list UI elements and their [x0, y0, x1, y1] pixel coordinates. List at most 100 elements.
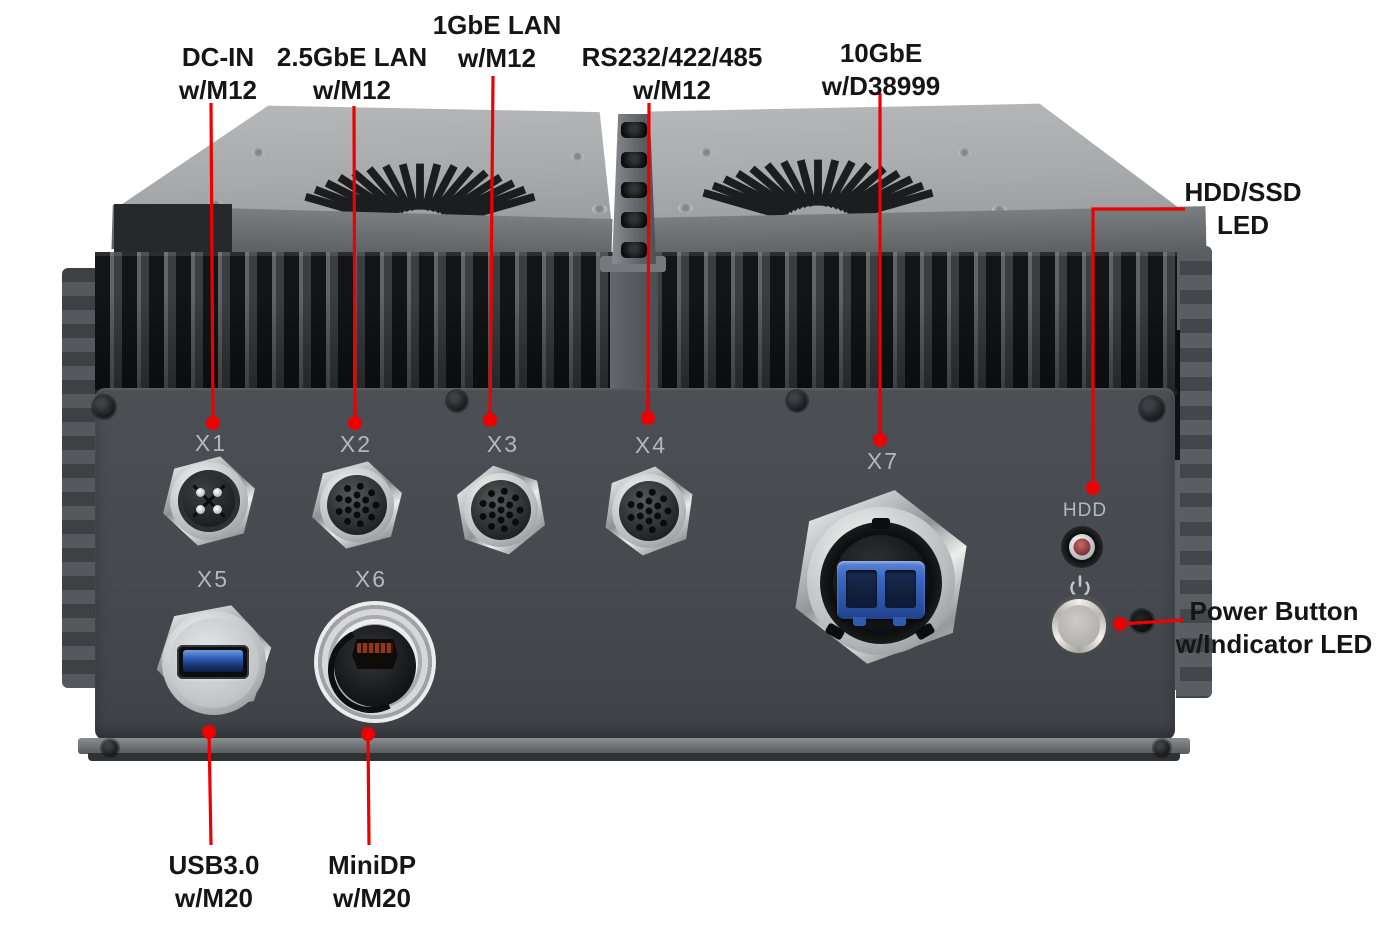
annotation-line: w/M12 [632, 75, 712, 105]
annotation-line: w/Indicator LED [1175, 629, 1373, 659]
dc-pin [213, 488, 222, 497]
base-screw [1154, 740, 1170, 756]
annotation-line: w/M20 [332, 883, 412, 913]
left-heatsink-edge [62, 268, 97, 688]
leader-dot [483, 413, 497, 427]
bracket-screw [621, 152, 647, 168]
lid-screw [252, 148, 265, 157]
annotation-line: w/M20 [174, 883, 254, 913]
lid-screw [700, 148, 713, 157]
m12-face [327, 475, 387, 535]
bracket-screw [621, 212, 647, 228]
chassis-base-shadow [88, 753, 1180, 761]
leader-dot [361, 727, 375, 741]
front-panel [95, 388, 1175, 740]
bracket-screw [621, 242, 647, 258]
annotation-line: w/M12 [457, 43, 537, 73]
vent-fan-right [702, 159, 934, 220]
bracket-screw [621, 182, 647, 198]
annotation-rs232: RS232/422/485 w/M12 [582, 41, 763, 107]
right-heatsink-edge [1176, 246, 1212, 698]
annotation-line: USB3.0 [168, 850, 260, 880]
chassis-base [78, 738, 1190, 754]
side-screw-bump [1131, 610, 1153, 632]
annotation-line: RS232/422/485 [581, 42, 763, 72]
leader-dc-in [209, 102, 215, 424]
leader-rs232 [646, 102, 651, 419]
usb-blue-tongue [183, 650, 243, 672]
annotation-1gbe-lan: 1GbE LAN w/M12 [433, 9, 562, 75]
minidp-pins [357, 643, 393, 653]
annotation-minidp: MiniDP w/M20 [328, 849, 416, 915]
panel-screw [93, 396, 115, 418]
connector-x4-rs232 [597, 461, 701, 561]
annotation-2-5gbe-lan: 2.5GbE LAN w/M12 [277, 41, 427, 107]
annotation-power-button: Power Button w/Indicator LED [1176, 595, 1372, 661]
hdd-led-label: HDD [1062, 500, 1108, 521]
leader-dot [1086, 481, 1100, 495]
lid-screw [958, 148, 971, 157]
connector-x1-dc-in [155, 449, 263, 553]
leader-dot [202, 725, 216, 739]
annotation-hdd-ssd-led: HDD/SSD LED [1184, 176, 1301, 242]
led-lens-red [1073, 538, 1091, 556]
lid-screw [678, 203, 693, 213]
lc-duplex-fiber-insert [837, 561, 925, 626]
annotation-line: 2.5GbE LAN [276, 42, 428, 72]
port-label-x4: X4 [634, 432, 668, 458]
connector-x6-minidp [309, 595, 441, 729]
leader-hdd-led [1091, 207, 1185, 488]
m12-face [471, 480, 531, 540]
lc-port [885, 570, 916, 608]
annotation-line: 10GbE [839, 38, 923, 68]
hdd-led [1060, 525, 1104, 569]
lc-port [846, 570, 877, 608]
dc-pin [196, 488, 205, 497]
m12-face [178, 470, 240, 532]
leader-dot [873, 433, 887, 447]
lid-screw [571, 152, 584, 161]
power-button-cap [1058, 605, 1100, 647]
panel-screw [787, 391, 807, 411]
base-screw [102, 740, 118, 756]
connector-x2-2-5gbe-lan [305, 455, 409, 555]
leader-minidp [366, 733, 371, 846]
usb-a-port [177, 645, 249, 679]
leader-1gbe [488, 75, 495, 421]
annotation-line: HDD/SSD [1184, 177, 1302, 207]
lc-latch [893, 617, 906, 626]
annotation-10gbe: 10GbE w/D38999 [822, 37, 941, 103]
connector-x5-usb3 [149, 593, 279, 733]
leader-dot [1113, 617, 1127, 631]
bracket-screw [621, 122, 647, 138]
annotation-line: DC-IN [181, 42, 255, 72]
annotation-dc-in: DC-IN w/M12 [179, 41, 257, 107]
port-label-x1: X1 [194, 430, 228, 456]
dc-pin [213, 505, 222, 514]
panel-screw [1140, 397, 1164, 421]
annotation-line: MiniDP [327, 850, 417, 880]
lid-screw [592, 204, 607, 214]
power-button[interactable] [1046, 593, 1112, 659]
port-label-x3: X3 [486, 431, 520, 457]
dc-pin [196, 505, 205, 514]
port-label-x6: X6 [354, 566, 388, 592]
leader-usb3 [207, 731, 213, 846]
annotation-line: w/M12 [312, 75, 392, 105]
lc-latch [853, 617, 866, 626]
panel-screw [447, 391, 467, 411]
leader-2-5gbe [352, 105, 357, 424]
leader-dot [348, 416, 362, 430]
annotation-line: w/M12 [178, 75, 258, 105]
minidp-port [352, 639, 398, 669]
connector-x7-10gbe [781, 479, 981, 675]
leader-power [1119, 618, 1185, 626]
annotation-usb3: USB3.0 w/M20 [168, 849, 259, 915]
leader-dot [206, 416, 220, 430]
m12-face [619, 481, 679, 541]
annotation-line: LED [1216, 210, 1269, 240]
annotation-line: 1GbE LAN [432, 10, 562, 40]
port-label-x2: X2 [339, 431, 373, 457]
